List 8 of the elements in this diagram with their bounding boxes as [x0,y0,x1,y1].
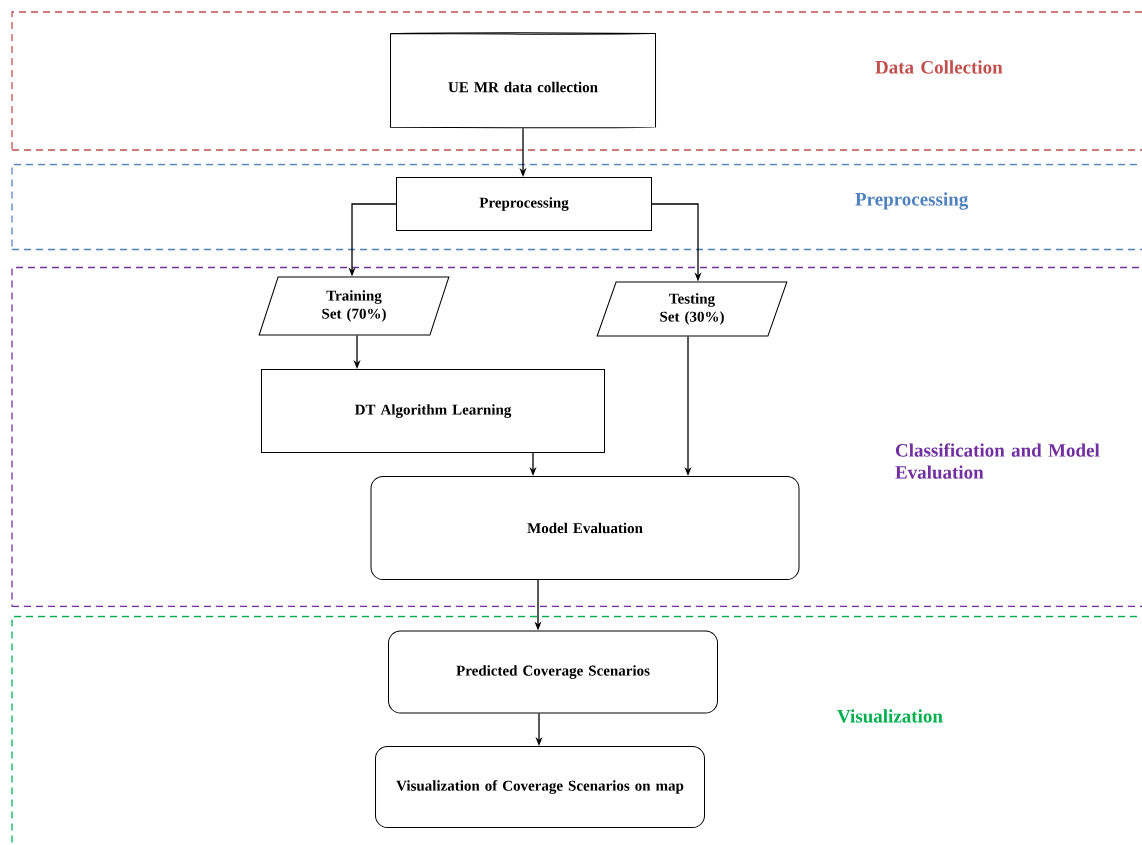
process-box: Visualization of Coverage Scenarios on map [375,746,705,828]
process-box: Model Evaluation [370,476,800,580]
database-cylinder: UE MR data collection [390,32,656,129]
data-parallelogram: Training Set (70%) [258,276,450,336]
process-box: DT Algorithm Learning [261,369,605,453]
data-parallelogram: Testing Set (30%) [596,281,788,337]
process-box: Preprocessing [396,177,652,231]
process-box: Predicted Coverage Scenarios [388,630,718,714]
